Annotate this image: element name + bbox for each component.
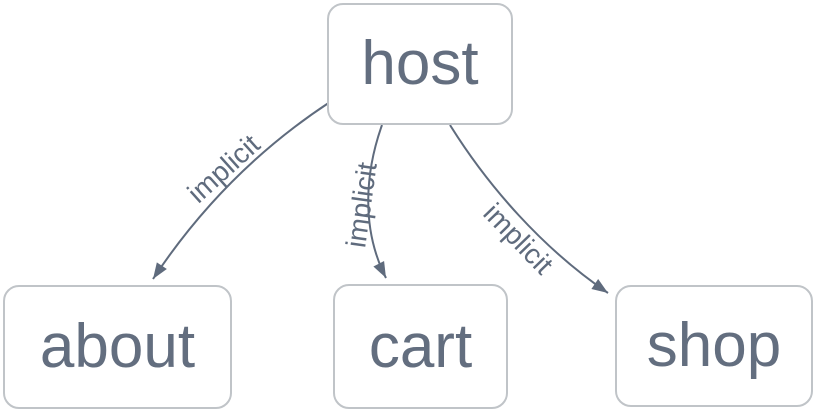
- node-cart: cart: [333, 284, 508, 409]
- edge-host-about: [152, 101, 331, 280]
- node-shop-label: shop: [646, 311, 782, 380]
- edge-host-cart: [367, 124, 387, 279]
- node-host-label: host: [361, 29, 479, 98]
- edge-host-shop: [449, 124, 609, 294]
- node-about: about: [3, 285, 232, 409]
- node-about-label: about: [39, 312, 196, 381]
- node-cart-label: cart: [368, 311, 473, 381]
- node-host: host: [327, 3, 513, 125]
- node-shop: shop: [615, 285, 813, 407]
